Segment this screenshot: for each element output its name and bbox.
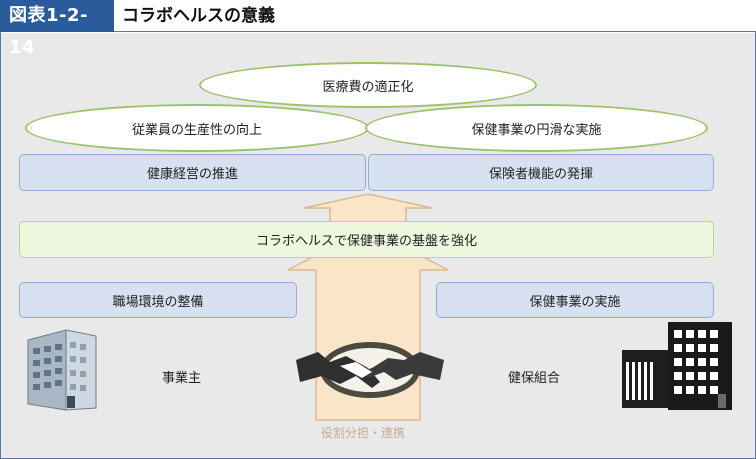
- health-program-execution-label: 保健事業の実施: [529, 294, 621, 310]
- upward-arrow-upper: [303, 193, 433, 223]
- insurer-function-label: 保険者機能の発揮: [488, 167, 593, 182]
- outcome-health-program-label: 保健事業の円滑な実施: [471, 122, 602, 138]
- arrow-caption: 役割分担・連携: [321, 426, 406, 440]
- figure-label: 図表1-2-14: [0, 0, 114, 58]
- figure-title: コラボヘルスの意義: [114, 0, 756, 32]
- outcome-medical-cost-label: 医療費の適正化: [322, 79, 414, 95]
- outcome-ellipse-health-program: 保健事業の円滑な実施: [365, 104, 708, 152]
- box-health-management: 健康経営の推進: [19, 154, 366, 191]
- outcome-productivity-label: 従業員の生産性の向上: [131, 122, 262, 138]
- health-management-label: 健康経営の推進: [146, 167, 238, 182]
- collabo-health-foundation-label: コラボヘルスで保健事業の基盤を強化: [255, 234, 477, 249]
- figure-header: 図表1-2-14 コラボヘルスの意義: [0, 0, 756, 58]
- outcome-ellipse-productivity: 従業員の生産性の向上: [25, 104, 369, 152]
- box-insurer-function: 保険者機能の発揮: [368, 154, 714, 191]
- dark-office-building-icon: [622, 322, 732, 410]
- box-health-program-execution: 保健事業の実施: [436, 282, 714, 318]
- office-building-icon: [27, 329, 97, 411]
- box-workplace-environment: 職場環境の整備: [19, 282, 297, 318]
- box-collabo-health-foundation: コラボヘルスで保健事業の基盤を強化: [19, 221, 714, 258]
- handshake-icon: [296, 342, 444, 398]
- workplace-environment-label: 職場環境の整備: [112, 294, 204, 310]
- employer-label: 事業主: [162, 371, 202, 386]
- insurer-label: 健保組合: [508, 371, 561, 386]
- outcome-ellipse-medical-cost: 医療費の適正化: [199, 62, 537, 108]
